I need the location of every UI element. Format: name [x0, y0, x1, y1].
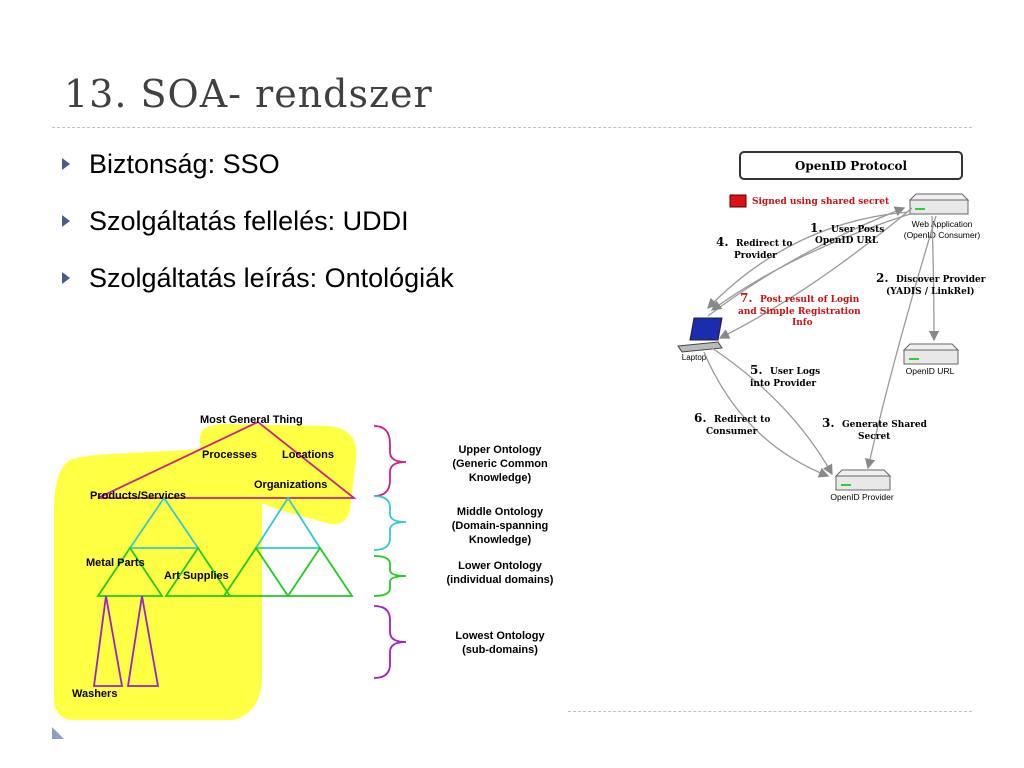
middle-level-sub: Knowledge) [469, 534, 532, 546]
server-icon [908, 193, 970, 215]
step-7-number: 7. [740, 291, 753, 305]
web-app-sub: (OpenID Consumer) [904, 230, 981, 240]
step-1-text: OpenID URL [815, 236, 879, 246]
step-2-number: 2. [876, 271, 889, 285]
lower-brace [373, 555, 407, 597]
step-5-text: into Provider [750, 379, 816, 389]
step-4-number: 4. [716, 235, 729, 249]
lowest-level-label: Lowest Ontology [455, 630, 545, 642]
lowest-brace [373, 605, 407, 679]
bullet-text: Szolgáltatás fellelés: UDDI [89, 206, 409, 236]
laptop-icon [677, 317, 723, 353]
locations-label: Locations [282, 449, 334, 461]
lower-level-sub: (individual domains) [447, 574, 554, 586]
bullet-item: Szolgáltatás leírás: Ontológiák [62, 260, 454, 317]
middle-level-label: Middle Ontology [457, 506, 544, 518]
signed-legend-swatch [729, 194, 747, 208]
step-3-text: Generate Shared [842, 420, 928, 430]
corner-triangle-icon [52, 727, 64, 739]
step-3-number: 3. [822, 416, 835, 430]
signed-legend-text: Signed using shared secret [752, 197, 890, 207]
openid-url-label: OpenID URL [906, 366, 955, 376]
upper-brace [373, 425, 407, 497]
step-5-number: 5. [750, 363, 763, 377]
step-5-text: User Logs [770, 367, 820, 377]
laptop-label: Laptop [682, 353, 707, 362]
products-label: Products/Services [90, 490, 186, 502]
lower-level-label: Lower Ontology [458, 560, 543, 572]
step-2-text: Discover Provider [896, 275, 986, 285]
step-6-text: Redirect to [714, 415, 770, 425]
step-3-text: Secret [858, 432, 891, 442]
organizations-label: Organizations [254, 479, 327, 491]
middle-level-sub: (Domain-spanning [452, 520, 549, 532]
server-icon [902, 343, 960, 365]
step-4-text: Redirect to [736, 239, 792, 249]
upper-level-label: Upper Ontology [458, 444, 542, 456]
art-supplies-label: Art Supplies [164, 570, 229, 582]
bullet-text: Biztonság: SSO [89, 149, 280, 179]
step-1-number: 1. [810, 221, 823, 235]
step-7-text: Post result of Login [760, 295, 860, 305]
upper-level-sub: (Generic Common [452, 458, 548, 470]
step-2-text: (YADIS / LinkRel) [886, 286, 975, 297]
bullet-item: Biztonság: SSO [62, 146, 454, 203]
bullet-arrow-icon [62, 215, 70, 227]
title-divider [52, 127, 972, 128]
upper-level-sub: Knowledge) [469, 472, 532, 484]
bullet-list: Biztonság: SSO Szolgáltatás fellelés: UD… [62, 146, 454, 317]
step-6-number: 6. [694, 411, 707, 425]
washers-label: Washers [72, 688, 117, 700]
protocol-title: OpenID Protocol [795, 159, 908, 173]
slide-title: 13. SOA- rendszer [64, 72, 433, 116]
provider-label: OpenID Provider [830, 492, 893, 502]
step-7-text: and Simple Registration [738, 307, 861, 317]
server-icon [834, 469, 892, 491]
processes-label: Processes [202, 449, 257, 461]
middle-brace [373, 495, 407, 551]
lowest-level-sub: (sub-domains) [462, 644, 538, 656]
openid-protocol-diagram: OpenID Protocol Signed using shared secr… [677, 151, 986, 502]
step-6-text: Consumer [706, 427, 758, 437]
ontology-diagram: Most General Thing Processes Locations O… [54, 414, 554, 720]
bullet-arrow-icon [62, 158, 70, 170]
step-7-text: Info [792, 318, 813, 328]
most-general-label: Most General Thing [200, 414, 303, 426]
protocol-title-box [739, 151, 963, 180]
products-highlight [54, 446, 262, 720]
step-4-text: Provider [734, 251, 777, 261]
metal-parts-label: Metal Parts [86, 557, 145, 569]
step-1-text: User Posts [831, 225, 884, 235]
footer-divider [568, 711, 972, 712]
upper-ontology-triangle [97, 420, 357, 499]
web-app-label: Web Application [912, 219, 973, 229]
organizations-highlight [200, 424, 357, 525]
bullet-item: Szolgáltatás fellelés: UDDI [62, 203, 454, 260]
bullet-text: Szolgáltatás leírás: Ontológiák [89, 263, 454, 293]
bullet-arrow-icon [62, 272, 70, 284]
